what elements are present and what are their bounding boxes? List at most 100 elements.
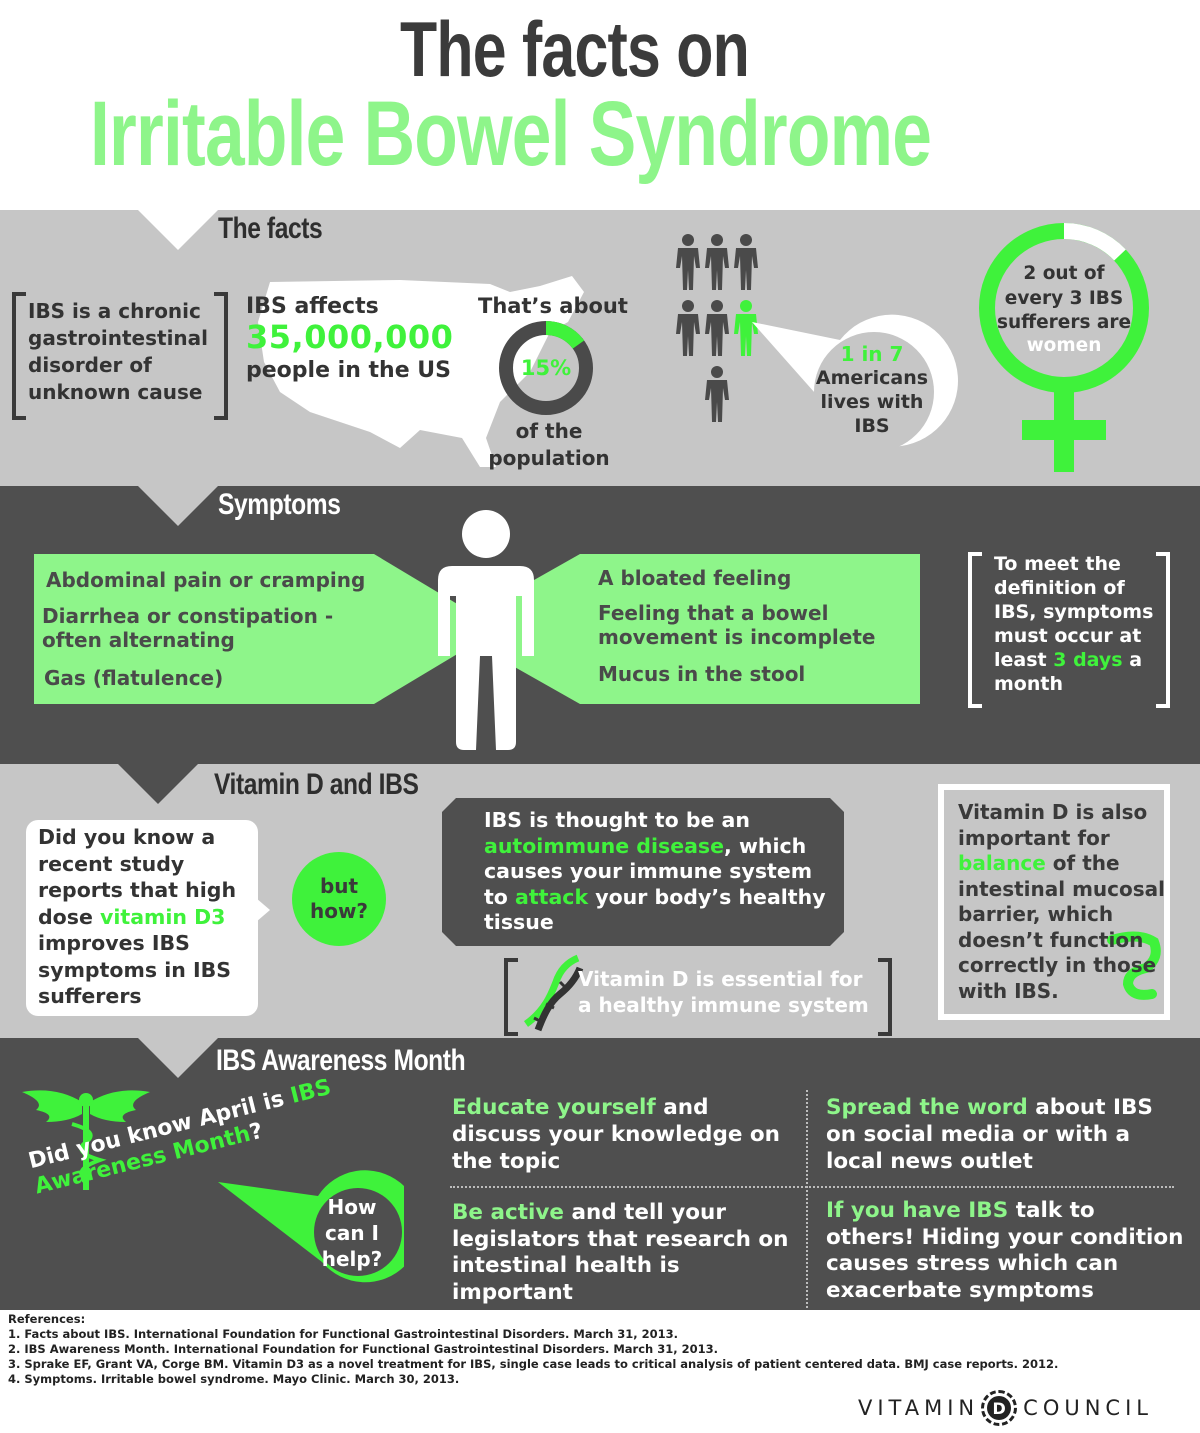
autoimmune-highlight-2: attack bbox=[515, 884, 589, 909]
definition-text: To meet the definition of IBS, symptoms … bbox=[994, 552, 1162, 696]
definition-text-b: a month bbox=[994, 649, 1143, 695]
women-text-b: women bbox=[1026, 335, 1102, 356]
symptoms-heading: Symptoms bbox=[218, 488, 341, 521]
title-line-1: The facts on bbox=[400, 5, 750, 93]
tip-spread-text: about IBS on social media or with a loca… bbox=[826, 1095, 1153, 1174]
definition-text-a: To meet the definition of IBS, symptoms … bbox=[994, 553, 1154, 671]
tip-spread: Spread the word about IBS on social medi… bbox=[826, 1094, 1186, 1175]
dna-icon bbox=[523, 954, 584, 1032]
symptoms-notch bbox=[138, 486, 218, 526]
tip-educate: Educate yourself and discuss your knowle… bbox=[452, 1094, 792, 1175]
tip-educate-text: and discuss your knowledge on the topic bbox=[452, 1095, 780, 1174]
person-icon bbox=[734, 234, 758, 290]
reference-2: 2. IBS Awareness Month. International Fo… bbox=[8, 1342, 718, 1356]
logo-left: VITAMIN bbox=[858, 1396, 980, 1420]
symptom-left-2: Diarrhea or constipation - often alterna… bbox=[42, 604, 334, 652]
balance-highlight: balance bbox=[958, 851, 1046, 875]
logo-right: COUNCIL bbox=[1023, 1396, 1153, 1420]
tip-active-text: and tell your legislators that research … bbox=[452, 1200, 789, 1305]
study-text: Did you know a recent study reports that… bbox=[38, 824, 252, 1010]
chronic-bracket-right bbox=[214, 292, 228, 420]
help-text: How can I help? bbox=[321, 1195, 383, 1271]
help-pin-icon bbox=[218, 1170, 404, 1283]
person-icon bbox=[676, 234, 700, 290]
symptom-right-1: A bloated feeling bbox=[598, 566, 792, 590]
person-icon bbox=[705, 366, 729, 422]
tip-have-ibs: If you have IBS talk to others! Hiding y… bbox=[826, 1198, 1186, 1304]
balance-text: Vitamin D is also important for balance … bbox=[958, 800, 1168, 1004]
symptom-band-shapes bbox=[34, 554, 920, 704]
title-line-2: Irritable Bowel Syndrome bbox=[90, 83, 932, 185]
person-icon bbox=[705, 234, 729, 290]
but-how-circle bbox=[292, 852, 386, 946]
tips-vertical-divider bbox=[806, 1090, 808, 1308]
autoimmune-text: IBS is thought to be an autoimmune disea… bbox=[484, 808, 834, 936]
immune-text: Vitamin D is essential for a healthy imm… bbox=[578, 967, 869, 1017]
person-icon bbox=[676, 300, 700, 356]
person-silhouette-icon bbox=[438, 510, 534, 750]
intestine-icon bbox=[1107, 931, 1161, 1000]
study-highlight: vitamin D3 bbox=[100, 904, 226, 929]
study-text-b: improves bbox=[38, 931, 145, 955]
balance-box bbox=[938, 784, 1170, 1020]
symptom-right-2: Feeling that a bowel movement is incompl… bbox=[598, 601, 876, 649]
facts-heading: The facts bbox=[218, 212, 323, 245]
person-icon bbox=[705, 300, 729, 356]
definition-bracket-right bbox=[1156, 552, 1170, 708]
person-icon-highlighted bbox=[734, 300, 758, 356]
tip-active-highlight: Be active bbox=[452, 1200, 564, 1225]
balance-text-b: of the intestinal mucosal barrier, which… bbox=[958, 851, 1166, 1003]
percent-donut bbox=[499, 321, 593, 415]
reference-1: 1. Facts about IBS. International Founda… bbox=[8, 1327, 679, 1341]
but-how-text: but how? bbox=[309, 874, 369, 923]
tip-spread-highlight: Spread the word bbox=[826, 1095, 1028, 1120]
autoimmune-highlight-1: autoimmune disease bbox=[484, 833, 725, 858]
tip-have-ibs-text: talk to others! Hiding your condition ca… bbox=[826, 1198, 1184, 1303]
one-in-seven-a: 1 in 7 bbox=[840, 342, 904, 366]
autoimmune-box bbox=[442, 798, 844, 946]
affects-number: 35,000,000 bbox=[246, 318, 454, 356]
study-text-a: Did you know a recent study reports that… bbox=[38, 825, 237, 929]
autoimmune-text-a: IBS is thought to be an bbox=[484, 808, 750, 832]
tips-horizontal-divider bbox=[450, 1186, 1174, 1188]
vitamin-d-council-logo: VITAMIN D COUNCIL bbox=[858, 1388, 1153, 1428]
study-bubble-tail bbox=[256, 898, 270, 922]
references-heading: References: bbox=[8, 1312, 86, 1326]
immune-bracket-left bbox=[504, 958, 518, 1036]
women-text-a: 2 out of every 3 IBS sufferers are bbox=[996, 263, 1132, 333]
immune-bracket-right bbox=[878, 958, 892, 1036]
balance-text-a: Vitamin D is also important for bbox=[958, 800, 1148, 850]
chronic-text: IBS is a chronic gastrointestinal disord… bbox=[28, 299, 209, 404]
symptom-right-3: Mucus in the stool bbox=[598, 662, 806, 686]
autoimmune-text-b: , which causes your immune system to bbox=[484, 833, 813, 909]
of-population: of the population bbox=[488, 419, 610, 470]
tip-educate-highlight: Educate yourself bbox=[452, 1095, 656, 1120]
definition-highlight: 3 days bbox=[1053, 649, 1123, 671]
facts-notch bbox=[138, 210, 218, 250]
chronic-bracket-left bbox=[12, 292, 26, 420]
one-in-seven-bubble bbox=[752, 314, 958, 452]
caduceus-icon bbox=[22, 1090, 150, 1190]
vitamin-d-heading: Vitamin D and IBS bbox=[214, 768, 419, 801]
affects-post: people in the US bbox=[246, 358, 451, 383]
us-map-icon bbox=[258, 276, 584, 467]
awareness-notch bbox=[138, 1038, 218, 1078]
one-in-seven-b: Americans lives with IBS bbox=[815, 367, 929, 437]
study-text-d: in IBS sufferers bbox=[38, 957, 231, 1009]
symptom-left-1: Abdominal pain or cramping bbox=[46, 568, 366, 592]
reference-3: 3. Sprake EF, Grant VA, Corge BM. Vitami… bbox=[8, 1357, 1059, 1371]
logo-d: D bbox=[987, 1396, 1012, 1420]
study-text-c: IBS symptoms bbox=[38, 931, 190, 982]
reference-4: 4. Symptoms. Irritable bowel syndrome. M… bbox=[8, 1372, 460, 1386]
definition-bracket-left bbox=[968, 552, 982, 708]
references: References: 1. Facts about IBS. Internat… bbox=[8, 1312, 1058, 1387]
about-label: That’s about bbox=[478, 294, 628, 318]
awareness-heading: IBS Awareness Month bbox=[216, 1044, 466, 1077]
female-symbol-icon bbox=[979, 222, 1149, 472]
logo-d-badge: D bbox=[981, 1390, 1018, 1426]
symptom-left-3: Gas (flatulence) bbox=[44, 666, 224, 690]
tip-active: Be active and tell your legislators that… bbox=[452, 1200, 802, 1306]
autoimmune-text-c: your body’s healthy tissue bbox=[484, 884, 826, 935]
awareness-band bbox=[0, 1038, 1200, 1310]
